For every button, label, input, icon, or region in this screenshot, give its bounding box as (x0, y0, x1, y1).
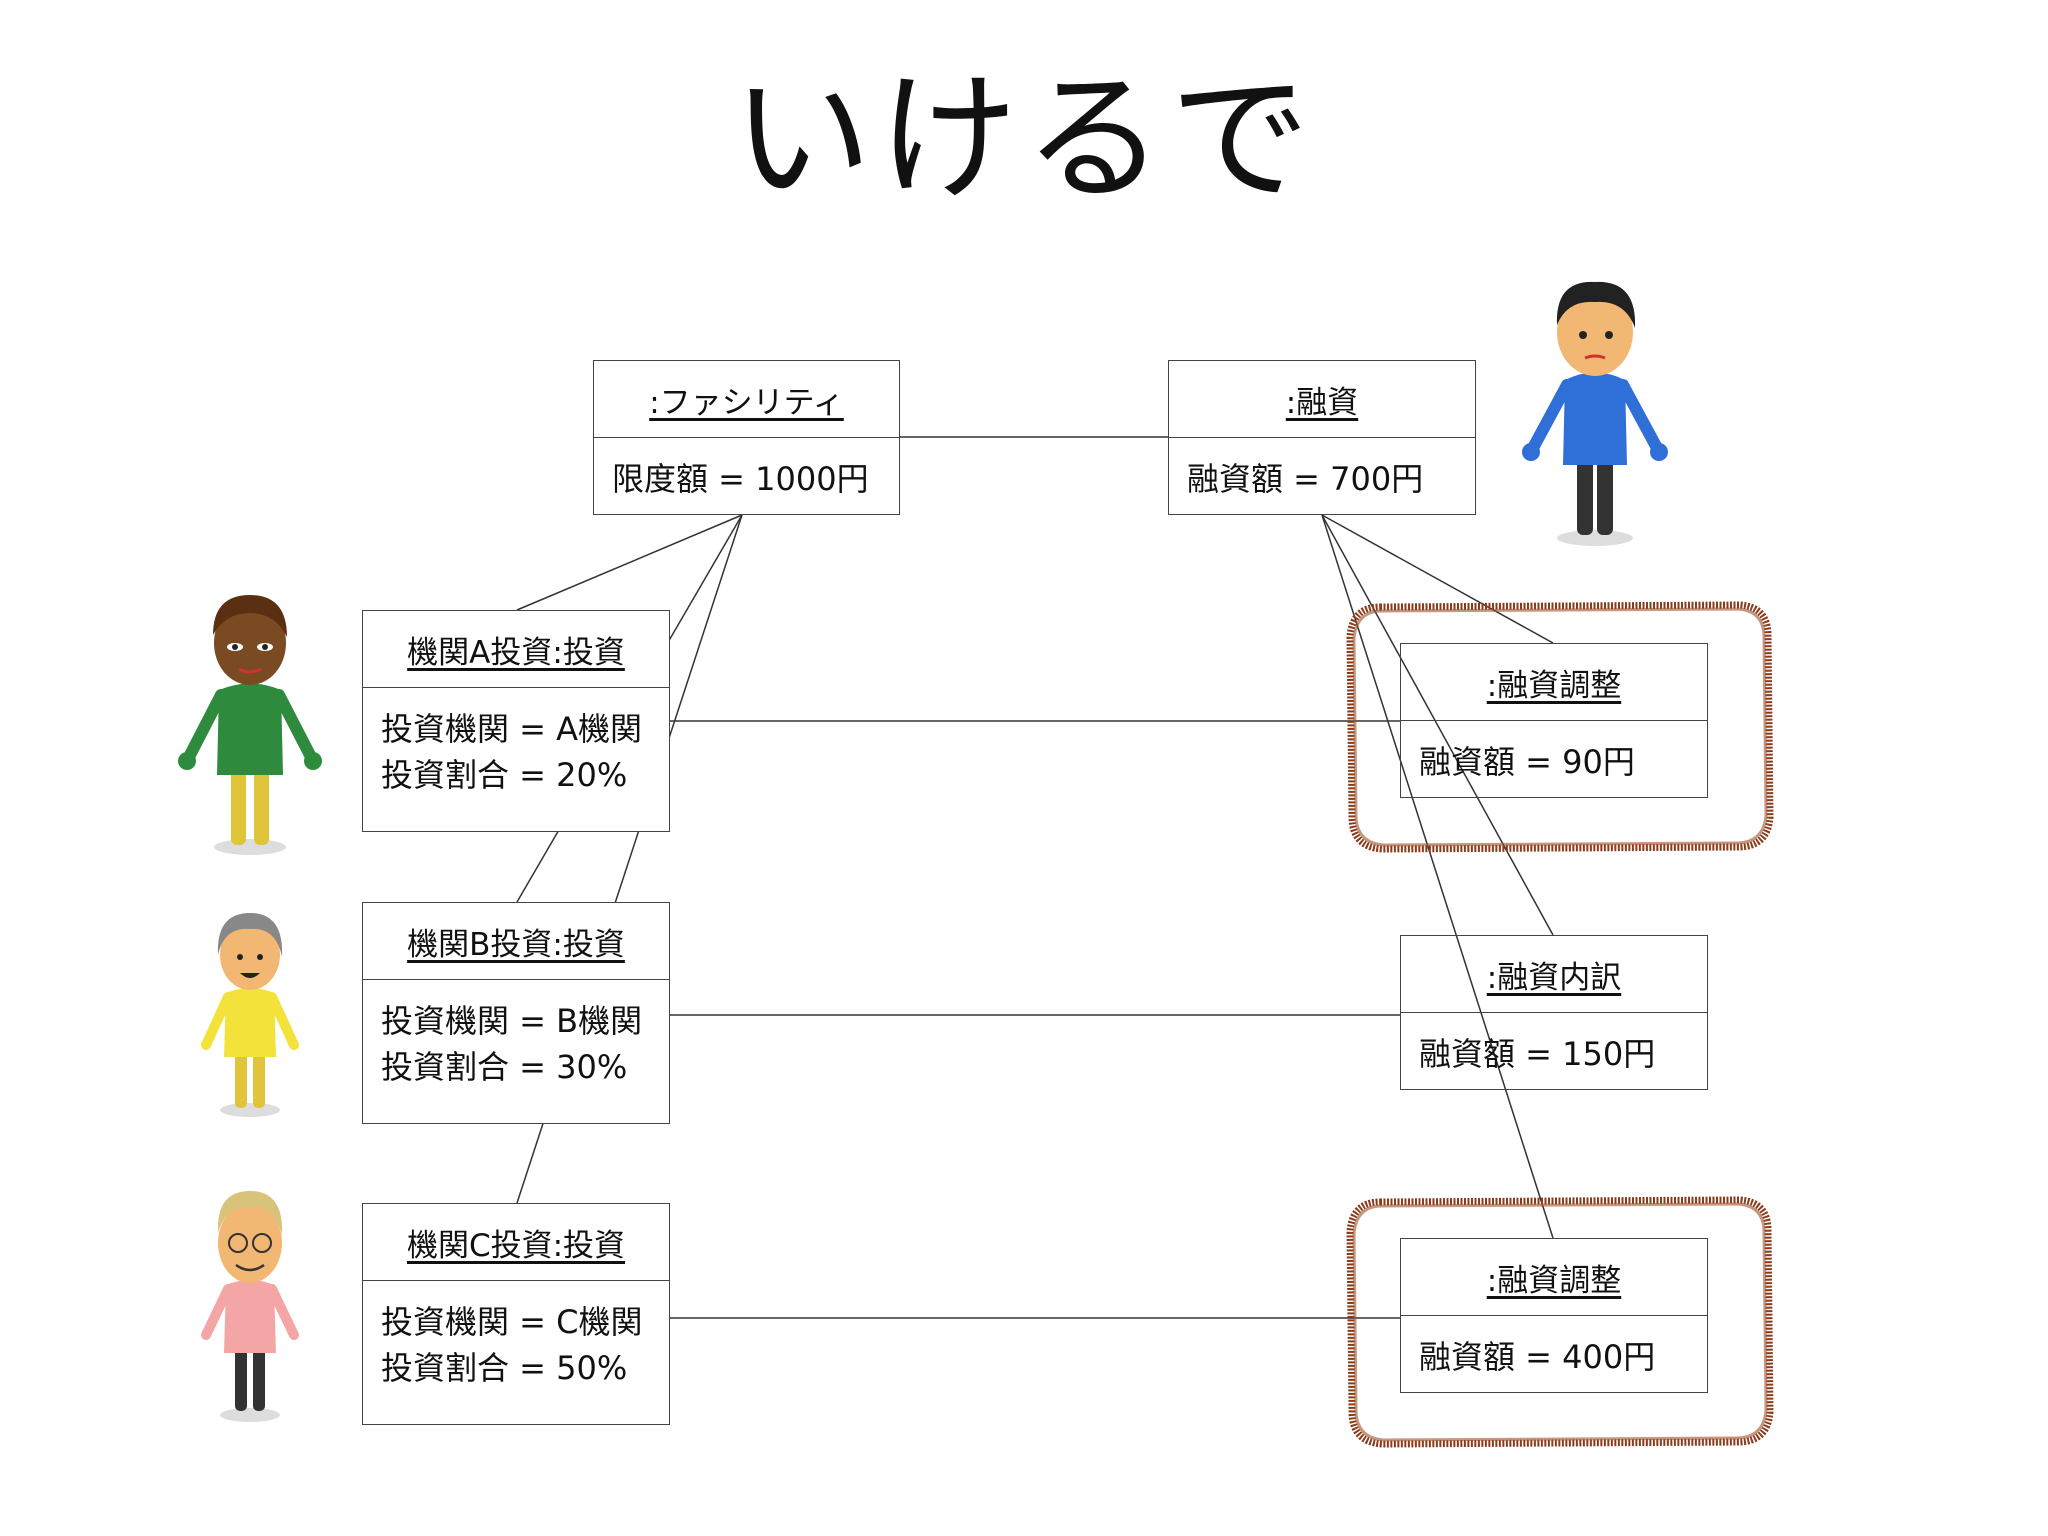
share-a-box: 機関A投資:投資 投資機関 = A機関 投資割合 = 20% (362, 610, 670, 832)
adjust-2-box: :融資調整 融資額 = 400円 (1400, 1238, 1708, 1393)
share-c-ratio: 投資割合 = 50% (381, 1349, 628, 1387)
share-c-investor: 投資機関 = C機関 (381, 1303, 643, 1341)
share-a-ratio: 投資割合 = 20% (381, 756, 628, 794)
breakdown-amount: 融資額 = 150円 (1419, 1035, 1656, 1073)
share-b-investor: 投資機関 = B機関 (381, 1002, 643, 1040)
loan-header: :融資 (1169, 361, 1475, 438)
link-loan-adjust-2 (1321, 514, 1554, 1239)
facility-header: :ファシリティ (594, 361, 899, 438)
adjust-1-amount: 融資額 = 90円 (1419, 743, 1635, 781)
highlight-adjust-2 (1346, 1196, 1774, 1448)
share-a-investor: 投資機関 = A機関 (381, 710, 643, 748)
slide-title: いけるで (731, 58, 1316, 221)
link-loan-breakdown (1321, 514, 1554, 936)
adjust-1-header: :融資調整 (1401, 644, 1707, 721)
adjust-2-header: :融資調整 (1401, 1239, 1707, 1316)
avatar-blue-figure (1522, 281, 1668, 546)
breakdown-header: :融資内訳 (1401, 936, 1707, 1013)
share-c-header: 機関C投資:投資 (363, 1204, 669, 1281)
facility-limit: 限度額 = 1000円 (612, 460, 869, 498)
share-a-header: 機関A投資:投資 (363, 611, 669, 688)
share-b-ratio: 投資割合 = 30% (381, 1048, 628, 1086)
loan-amount: 融資額 = 700円 (1187, 460, 1424, 498)
adjust-1-box: :融資調整 融資額 = 90円 (1400, 643, 1708, 798)
avatar-pink-figure (201, 1191, 299, 1422)
share-b-header: 機関B投資:投資 (363, 903, 669, 980)
link-loan-adjust-1 (1321, 514, 1554, 644)
link-facility-share-a (516, 514, 743, 611)
loan-box: :融資 融資額 = 700円 (1168, 360, 1476, 515)
share-b-box: 機関B投資:投資 投資機関 = B機関 投資割合 = 30% (362, 902, 670, 1124)
breakdown-box: :融資内訳 融資額 = 150円 (1400, 935, 1708, 1090)
facility-box: :ファシリティ 限度額 = 1000円 (593, 360, 900, 515)
adjust-2-amount: 融資額 = 400円 (1419, 1338, 1656, 1376)
highlight-adjust-1 (1346, 601, 1774, 853)
avatar-green-figure (178, 595, 322, 855)
share-c-box: 機関C投資:投資 投資機関 = C機関 投資割合 = 50% (362, 1203, 670, 1425)
avatar-yellow-figure (201, 913, 299, 1117)
